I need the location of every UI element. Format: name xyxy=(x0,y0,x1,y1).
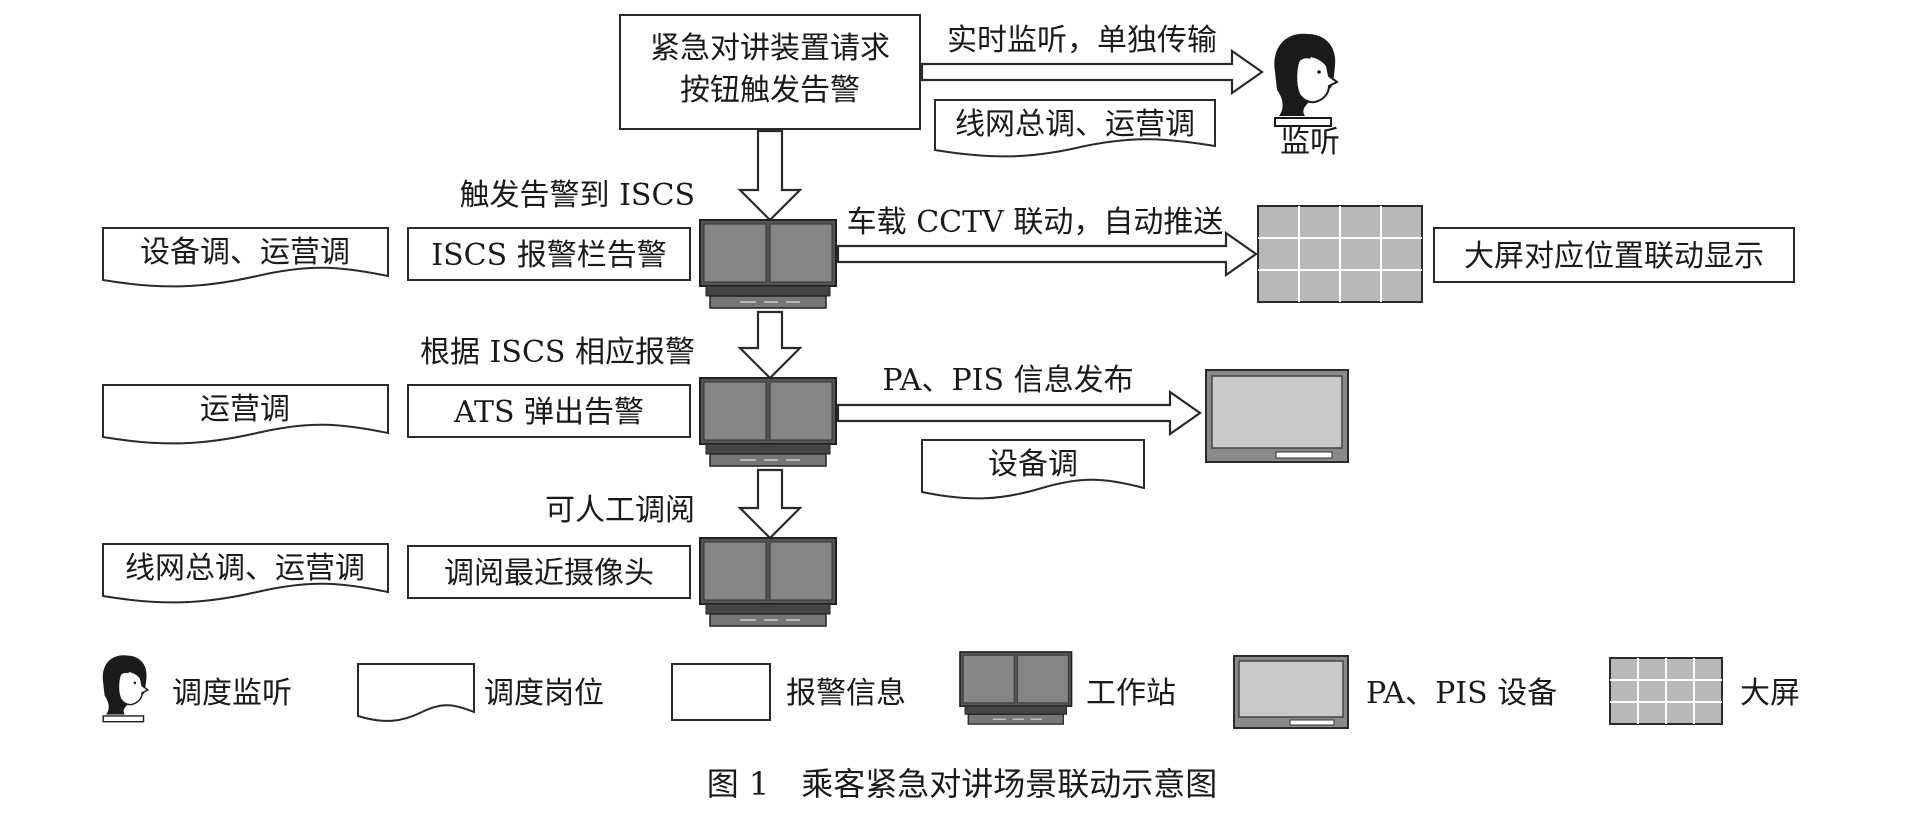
legend: 调度监听 调度岗位 报警信息 工作站 PA、PIS 设备 大屏 xyxy=(103,651,1800,729)
legend-bigscreen-icon xyxy=(1609,657,1723,725)
alarm-request-line1: 紧急对讲装置请求 xyxy=(650,31,890,66)
monitor-person-icon xyxy=(1274,34,1337,126)
cctv-link-label: 车载 CCTV 联动，自动推送 xyxy=(847,205,1224,240)
legend-monitor-icon xyxy=(103,655,148,721)
monitor-role-text: 线网总调、运营调 xyxy=(955,107,1195,142)
row1-alarm-text: ISCS 报警栏告警 xyxy=(431,238,666,273)
legend-pa-pis-text: PA、PIS 设备 xyxy=(1366,676,1557,711)
pa-pis-role-tag: 设备调 xyxy=(921,439,1145,500)
figure-caption: 图 1 乘客紧急对讲场景联动示意图 xyxy=(707,765,1218,803)
legend-alarm-icon xyxy=(671,663,771,721)
alarm-request-line2: 按钮触发告警 xyxy=(680,73,860,108)
monitor-role-tag: 线网总调、运营调 xyxy=(934,99,1216,158)
legend-role-icon xyxy=(357,663,475,722)
legend-monitor-text: 调度监听 xyxy=(172,676,292,711)
bigscreen-display-box: 大屏对应位置联动显示 xyxy=(1433,227,1795,283)
pa-pis-display-icon xyxy=(1205,369,1349,463)
bigscreen-icon xyxy=(1257,205,1423,303)
legend-role-text: 调度岗位 xyxy=(484,676,604,711)
pa-pis-link-arrow xyxy=(836,389,1202,437)
legend-workstation-text: 工作站 xyxy=(1086,676,1176,711)
pa-pis-role-text: 设备调 xyxy=(988,447,1078,482)
cctv-link-arrow xyxy=(836,230,1258,278)
row2-alarm-text: ATS 弹出告警 xyxy=(453,395,644,430)
down-arrow-3 xyxy=(737,468,803,540)
row1-role-tag: 设备调、运营调 xyxy=(102,227,389,288)
row3-alarm-box: 调阅最近摄像头 xyxy=(407,545,691,599)
monitor-arrow-label: 实时监听，单独传输 xyxy=(947,23,1217,58)
row2-role-tag: 运营调 xyxy=(102,384,389,445)
alarm-request-box: 紧急对讲装置请求 按钮触发告警 xyxy=(619,14,921,130)
monitor-arrow xyxy=(920,48,1264,96)
camera-workstation-icon xyxy=(699,537,837,627)
bigscreen-display-text: 大屏对应位置联动显示 xyxy=(1464,239,1764,274)
row3-arrow-label: 可人工调阅 xyxy=(545,493,695,528)
row1-role-text: 设备调、运营调 xyxy=(140,235,350,270)
legend-bigscreen-text: 大屏 xyxy=(1740,676,1800,711)
row1-alarm-box: ISCS 报警栏告警 xyxy=(407,227,691,281)
down-arrow-1 xyxy=(737,129,803,222)
iscs-workstation-icon xyxy=(699,219,837,309)
row3-alarm-text: 调阅最近摄像头 xyxy=(444,556,654,591)
legend-pa-pis-icon xyxy=(1233,655,1349,729)
row2-alarm-box: ATS 弹出告警 xyxy=(407,384,691,438)
row1-arrow-label: 触发告警到 ISCS xyxy=(460,178,695,213)
legend-alarm-text: 报警信息 xyxy=(786,676,906,711)
legend-workstation-icon xyxy=(959,651,1073,725)
down-arrow-2 xyxy=(737,310,803,380)
row2-arrow-label: 根据 ISCS 相应报警 xyxy=(420,335,695,370)
row3-role-tag: 线网总调、运营调 xyxy=(102,543,389,604)
pa-pis-link-label: PA、PIS 信息发布 xyxy=(882,363,1133,398)
monitor-label: 监听 xyxy=(1280,125,1340,160)
row3-role-text: 线网总调、运营调 xyxy=(125,551,365,586)
row2-role-text: 运营调 xyxy=(200,392,290,427)
ats-workstation-icon xyxy=(699,377,837,467)
